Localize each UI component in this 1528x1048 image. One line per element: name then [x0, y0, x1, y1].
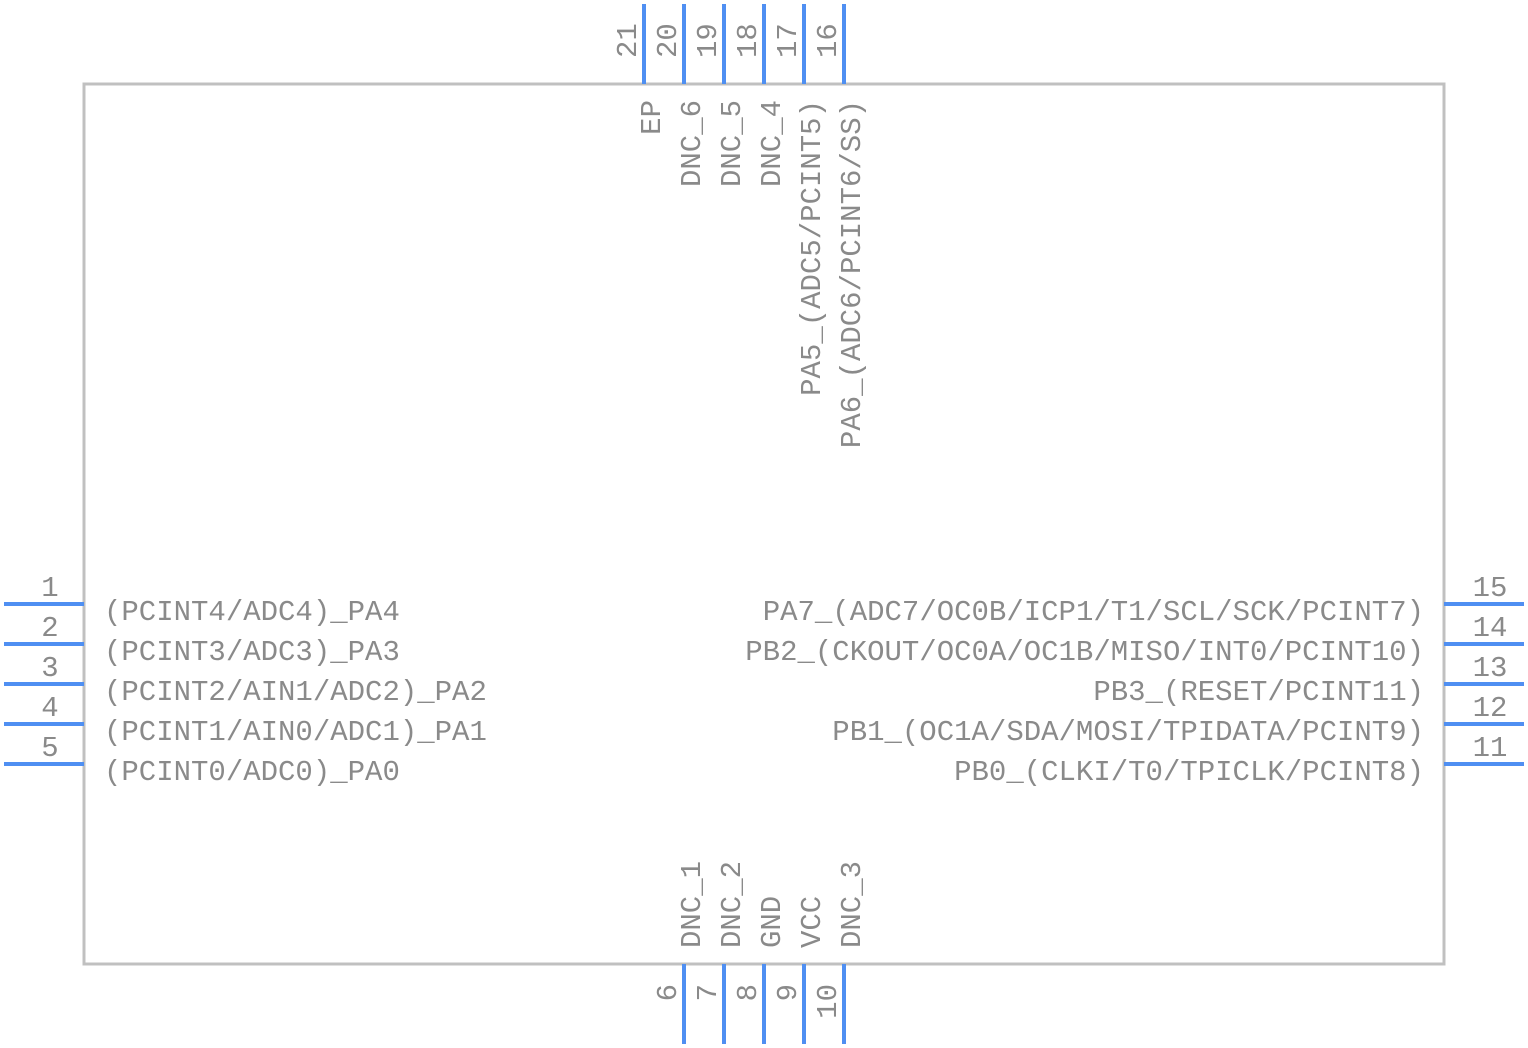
pin-label-21: EP [636, 100, 669, 135]
pin-number-8: 8 [732, 984, 765, 1001]
pin-label-9: VCC [796, 896, 829, 948]
pin-label-13: PB3_(RESET/PCINT11) [1093, 676, 1424, 709]
pin-label-11: PB0_(CLKI/T0/TPICLK/PCINT8) [954, 756, 1424, 789]
pin-label-4: (PCINT1/AIN0/ADC1)_PA1 [104, 716, 487, 749]
pin-label-1: (PCINT4/ADC4)_PA4 [104, 596, 400, 629]
pin-label-8: GND [756, 896, 789, 948]
pin-label-14: PB2_(CKOUT/OC0A/OC1B/MISO/INT0/PCINT10) [745, 636, 1424, 669]
ic-body [82, 82, 1446, 966]
pin-number-5: 5 [41, 732, 58, 765]
pin-label-19: DNC_5 [716, 100, 749, 187]
pin-label-17: PA5_(ADC5/PCINT5) [796, 100, 829, 396]
pin-number-9: 9 [772, 984, 805, 1001]
pin-number-21: 21 [612, 23, 645, 58]
pin-number-15: 15 [1473, 572, 1508, 605]
pin-number-20: 20 [652, 23, 685, 58]
pin-label-3: (PCINT2/AIN1/ADC2)_PA2 [104, 676, 487, 709]
pin-label-18: DNC_4 [756, 100, 789, 187]
pin-number-7: 7 [692, 984, 725, 1001]
pin-number-12: 12 [1473, 692, 1508, 725]
pin-number-18: 18 [732, 23, 765, 58]
pin-number-11: 11 [1473, 732, 1508, 765]
pin-number-17: 17 [772, 23, 805, 58]
pin-number-16: 16 [812, 23, 845, 58]
pin-number-6: 6 [652, 984, 685, 1001]
pin-number-4: 4 [41, 692, 58, 725]
pin-number-19: 19 [692, 23, 725, 58]
pin-label-16: PA6_(ADC6/PCINT6/SS) [836, 100, 869, 448]
pin-number-3: 3 [41, 652, 58, 685]
pin-label-10: DNC_3 [836, 861, 869, 948]
pin-number-1: 1 [41, 572, 58, 605]
pin-number-2: 2 [41, 612, 58, 645]
pin-label-7: DNC_2 [716, 861, 749, 948]
pin-number-13: 13 [1473, 652, 1508, 685]
pin-label-5: (PCINT0/ADC0)_PA0 [104, 756, 400, 789]
pin-label-2: (PCINT3/ADC3)_PA3 [104, 636, 400, 669]
pins-layer: 1 (PCINT4/ADC4)_PA4 2 (PCINT3/ADC3)_PA3 3 (PC… [4, 4, 1524, 1044]
pin-label-12: PB1_(OC1A/SDA/MOSI/TPIDATA/PCINT9) [832, 716, 1424, 749]
pin-label-20: DNC_6 [676, 100, 709, 187]
pin-number-14: 14 [1473, 612, 1508, 645]
pin-label-15: PA7_(ADC7/OC0B/ICP1/T1/SCL/SCK/PCINT7) [763, 596, 1424, 629]
pin-label-6: DNC_1 [676, 861, 709, 948]
pin-number-10: 10 [812, 984, 845, 1019]
